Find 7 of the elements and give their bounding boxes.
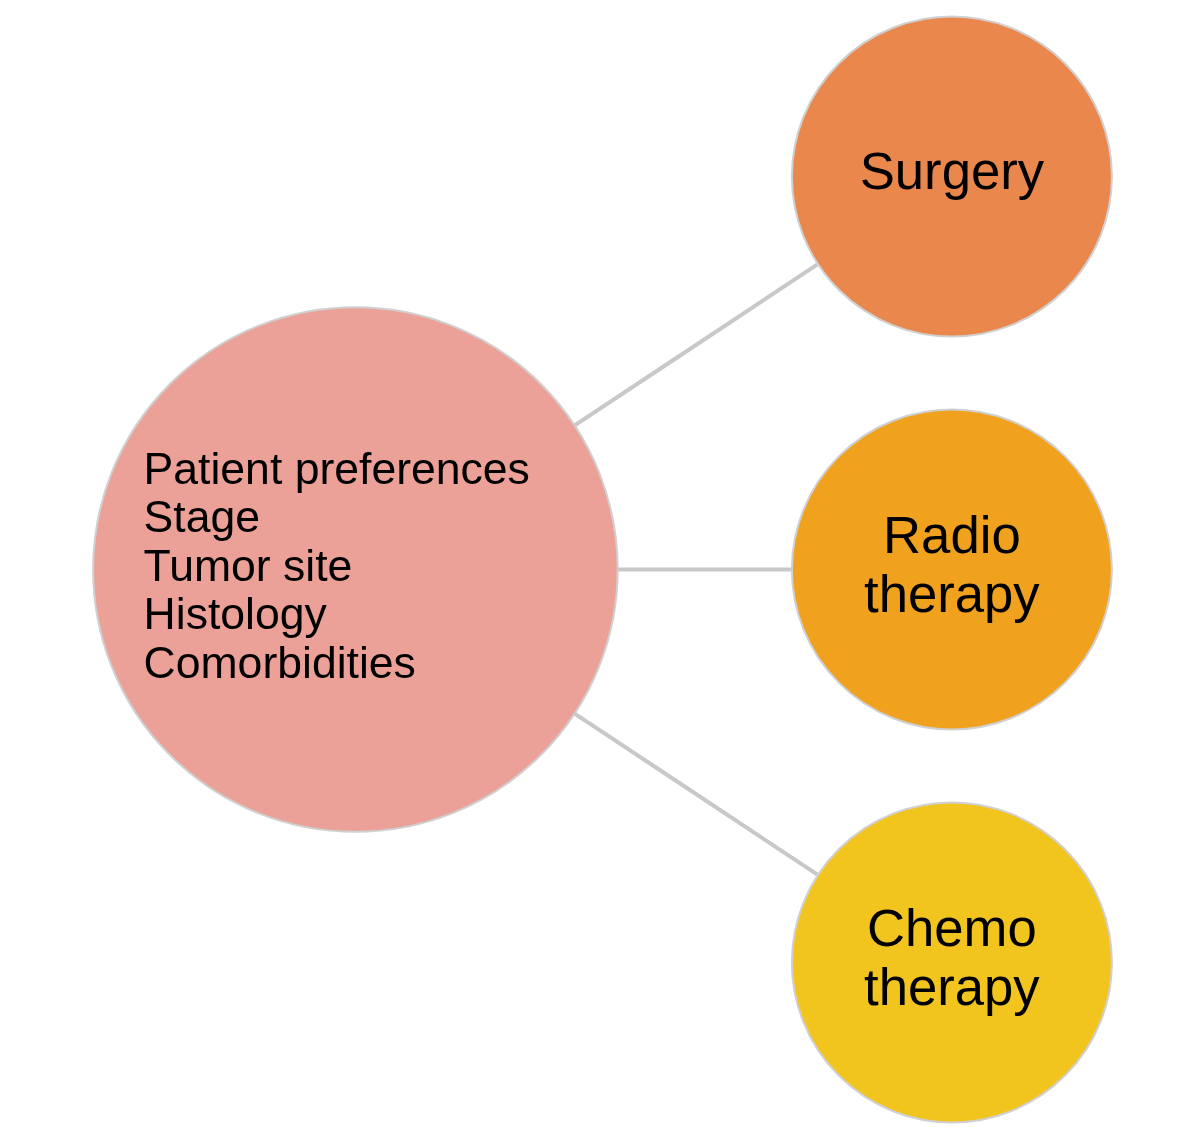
node-circle: Surgery: [790, 15, 1113, 338]
connector: [573, 262, 818, 428]
connector: [617, 567, 791, 572]
node-circle: Chemo therapy: [790, 801, 1113, 1124]
connector: [573, 711, 818, 877]
node-circle: Radio therapy: [790, 408, 1113, 731]
node-circle: Patient preferences Stage Tumor site Histology Comorbidities: [91, 306, 619, 833]
